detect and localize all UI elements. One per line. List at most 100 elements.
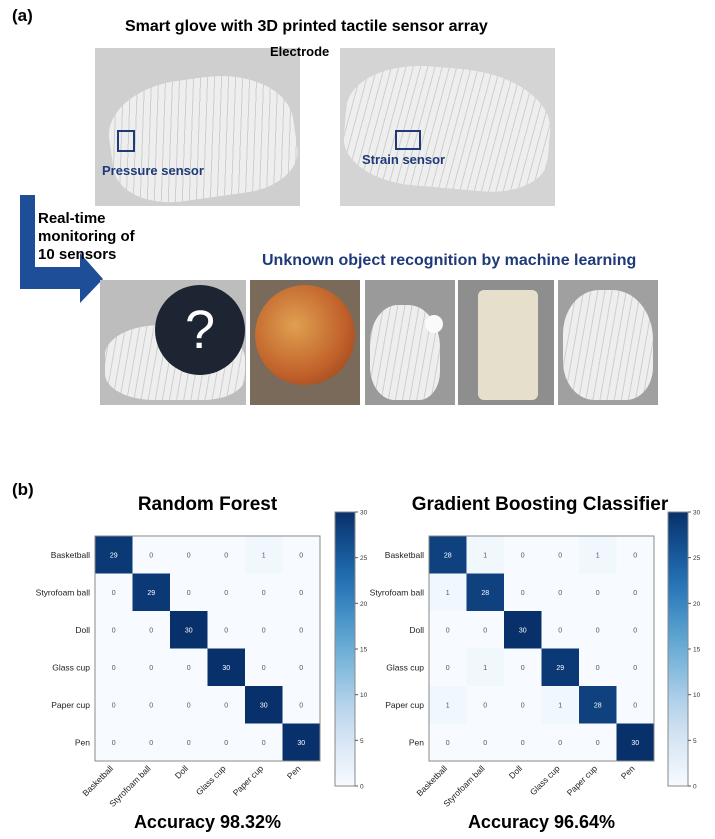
- cell-value: 0: [149, 627, 153, 634]
- colorbar-tick-label: 30: [693, 510, 701, 517]
- matrix-cell: [95, 723, 133, 761]
- cell-value: 0: [483, 627, 487, 634]
- cell-value: 29: [556, 665, 564, 672]
- matrix-cell: [170, 686, 208, 724]
- cell-value: 0: [558, 740, 562, 747]
- matrix-cell: [429, 536, 467, 574]
- cell-value: 0: [633, 665, 637, 672]
- cell-value: 0: [149, 702, 153, 709]
- row-label: Styrofoam ball: [370, 587, 424, 597]
- matrix-cell: [616, 648, 654, 686]
- matrix-cell: [282, 573, 320, 611]
- matrix-cell: [170, 723, 208, 761]
- cell-value: 1: [558, 702, 562, 709]
- strain-sensor-box: [395, 130, 421, 150]
- cell-value: 30: [185, 627, 193, 634]
- cell-value: 0: [149, 552, 153, 559]
- cell-value: 0: [596, 740, 600, 747]
- col-label: Doll: [507, 763, 525, 781]
- cell-value: 0: [112, 740, 116, 747]
- cell-value: 0: [187, 590, 191, 597]
- gbc-title: Gradient Boosting Classifier: [411, 494, 669, 515]
- cell-value: 0: [596, 627, 600, 634]
- cell-value: 0: [224, 740, 228, 747]
- matrix-cell: [429, 611, 467, 649]
- matrix-cell: [207, 573, 245, 611]
- colorbar-tick-label: 5: [693, 738, 697, 745]
- matrix-cell: [466, 573, 504, 611]
- matrix-cell: [95, 611, 133, 649]
- cell-value: 1: [483, 665, 487, 672]
- cell-value: 0: [224, 702, 228, 709]
- matrix-cell: [95, 536, 133, 574]
- colorbar-tick-label: 25: [360, 555, 368, 562]
- row-label: Doll: [409, 625, 424, 635]
- styrofoam-ball-photo: [365, 280, 455, 405]
- colorbar-tick-label: 15: [693, 647, 701, 654]
- cell-value: 0: [558, 627, 562, 634]
- matrix-cell: [466, 536, 504, 574]
- cell-value: 1: [262, 552, 266, 559]
- matrix-cell: [616, 686, 654, 724]
- row-label: Basketball: [51, 550, 90, 560]
- cell-value: 0: [299, 627, 303, 634]
- cell-value: 0: [596, 665, 600, 672]
- panel-b-label: (b): [12, 480, 34, 499]
- matrix-cell: [170, 611, 208, 649]
- colorbar-tick-label: 0: [693, 784, 697, 791]
- matrix-cell: [466, 648, 504, 686]
- colorbar-tick-label: 10: [360, 692, 368, 699]
- cell-value: 30: [222, 665, 230, 672]
- cell-value: 0: [299, 590, 303, 597]
- matrix-cell: [504, 573, 542, 611]
- colorbar-tick-label: 10: [693, 692, 701, 699]
- matrix-cell: [245, 648, 283, 686]
- row-label: Pen: [409, 737, 424, 747]
- matrix-cell: [245, 536, 283, 574]
- glove-photo-back: [340, 48, 555, 206]
- matrix-cell: [616, 723, 654, 761]
- matrix-cell: [616, 536, 654, 574]
- cell-value: 0: [187, 552, 191, 559]
- matrix-cell: [282, 611, 320, 649]
- cell-value: 0: [112, 702, 116, 709]
- cell-value: 1: [446, 702, 450, 709]
- cell-value: 0: [483, 740, 487, 747]
- matrix-cell: [541, 686, 579, 724]
- colorbar-tick-label: 30: [360, 510, 368, 517]
- cell-value: 0: [446, 665, 450, 672]
- cell-value: 30: [260, 702, 268, 709]
- matrix-cell: [579, 573, 617, 611]
- gbc-accuracy: Accuracy 96.64%: [467, 812, 616, 832]
- cell-value: 0: [483, 702, 487, 709]
- matrix-cell: [504, 723, 542, 761]
- cell-value: 0: [149, 740, 153, 747]
- cell-value: 0: [521, 665, 525, 672]
- matrix-cell: [245, 611, 283, 649]
- cell-value: 0: [187, 702, 191, 709]
- panel-a-label: (a): [12, 6, 33, 25]
- matrix-frame: [428, 535, 655, 762]
- cell-value: 0: [112, 665, 116, 672]
- col-label: Glass cup: [528, 763, 562, 797]
- cell-value: 0: [521, 552, 525, 559]
- matrix-cell: [541, 573, 579, 611]
- unknown-object-photo: ?: [100, 280, 246, 405]
- col-label: Pen: [619, 763, 637, 781]
- matrix-cell: [132, 723, 170, 761]
- cup-photo: [458, 280, 554, 405]
- pressure-sensor-label: Pressure sensor: [102, 163, 204, 178]
- matrix-cell: [132, 648, 170, 686]
- matrix-cell: [504, 648, 542, 686]
- cell-value: 0: [521, 702, 525, 709]
- cell-value: 0: [262, 590, 266, 597]
- matrix-cell: [579, 648, 617, 686]
- electrode-label: Electrode: [270, 44, 330, 59]
- cell-value: 0: [149, 665, 153, 672]
- matrix-cell: [282, 536, 320, 574]
- cell-value: 0: [596, 590, 600, 597]
- recognition-title: Unknown object recognition by machine le…: [262, 252, 637, 269]
- matrix-cell: [504, 611, 542, 649]
- matrix-cell: [132, 573, 170, 611]
